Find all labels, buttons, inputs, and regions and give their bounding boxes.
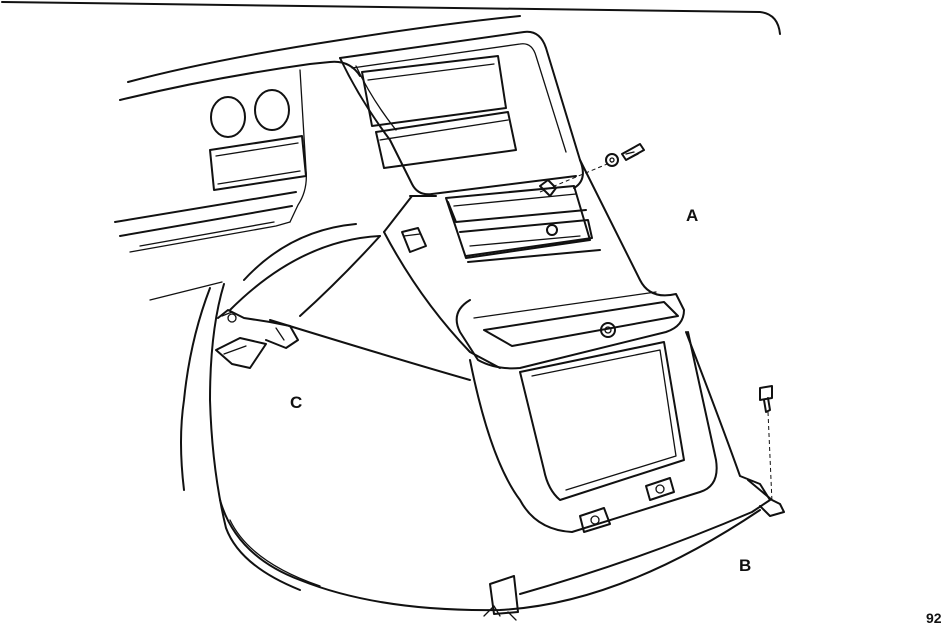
side-panel-clip	[215, 309, 299, 369]
center-stack	[339, 30, 584, 196]
screw-a	[539, 143, 645, 193]
instrument-dials	[210, 89, 290, 138]
dash-vent	[209, 135, 307, 191]
lower-trim-panel	[219, 331, 785, 621]
label-c: C	[290, 393, 302, 412]
console-body	[469, 331, 718, 533]
console-shelf	[455, 159, 685, 370]
label-a: A	[686, 206, 698, 225]
label-b: B	[739, 556, 751, 575]
top-border	[1, 1, 781, 35]
figure-number: 92	[926, 610, 942, 624]
console-side-wall	[299, 195, 501, 369]
side-panel-c	[180, 223, 471, 591]
radio-cavity	[445, 179, 601, 263]
bolt-b	[759, 385, 773, 503]
